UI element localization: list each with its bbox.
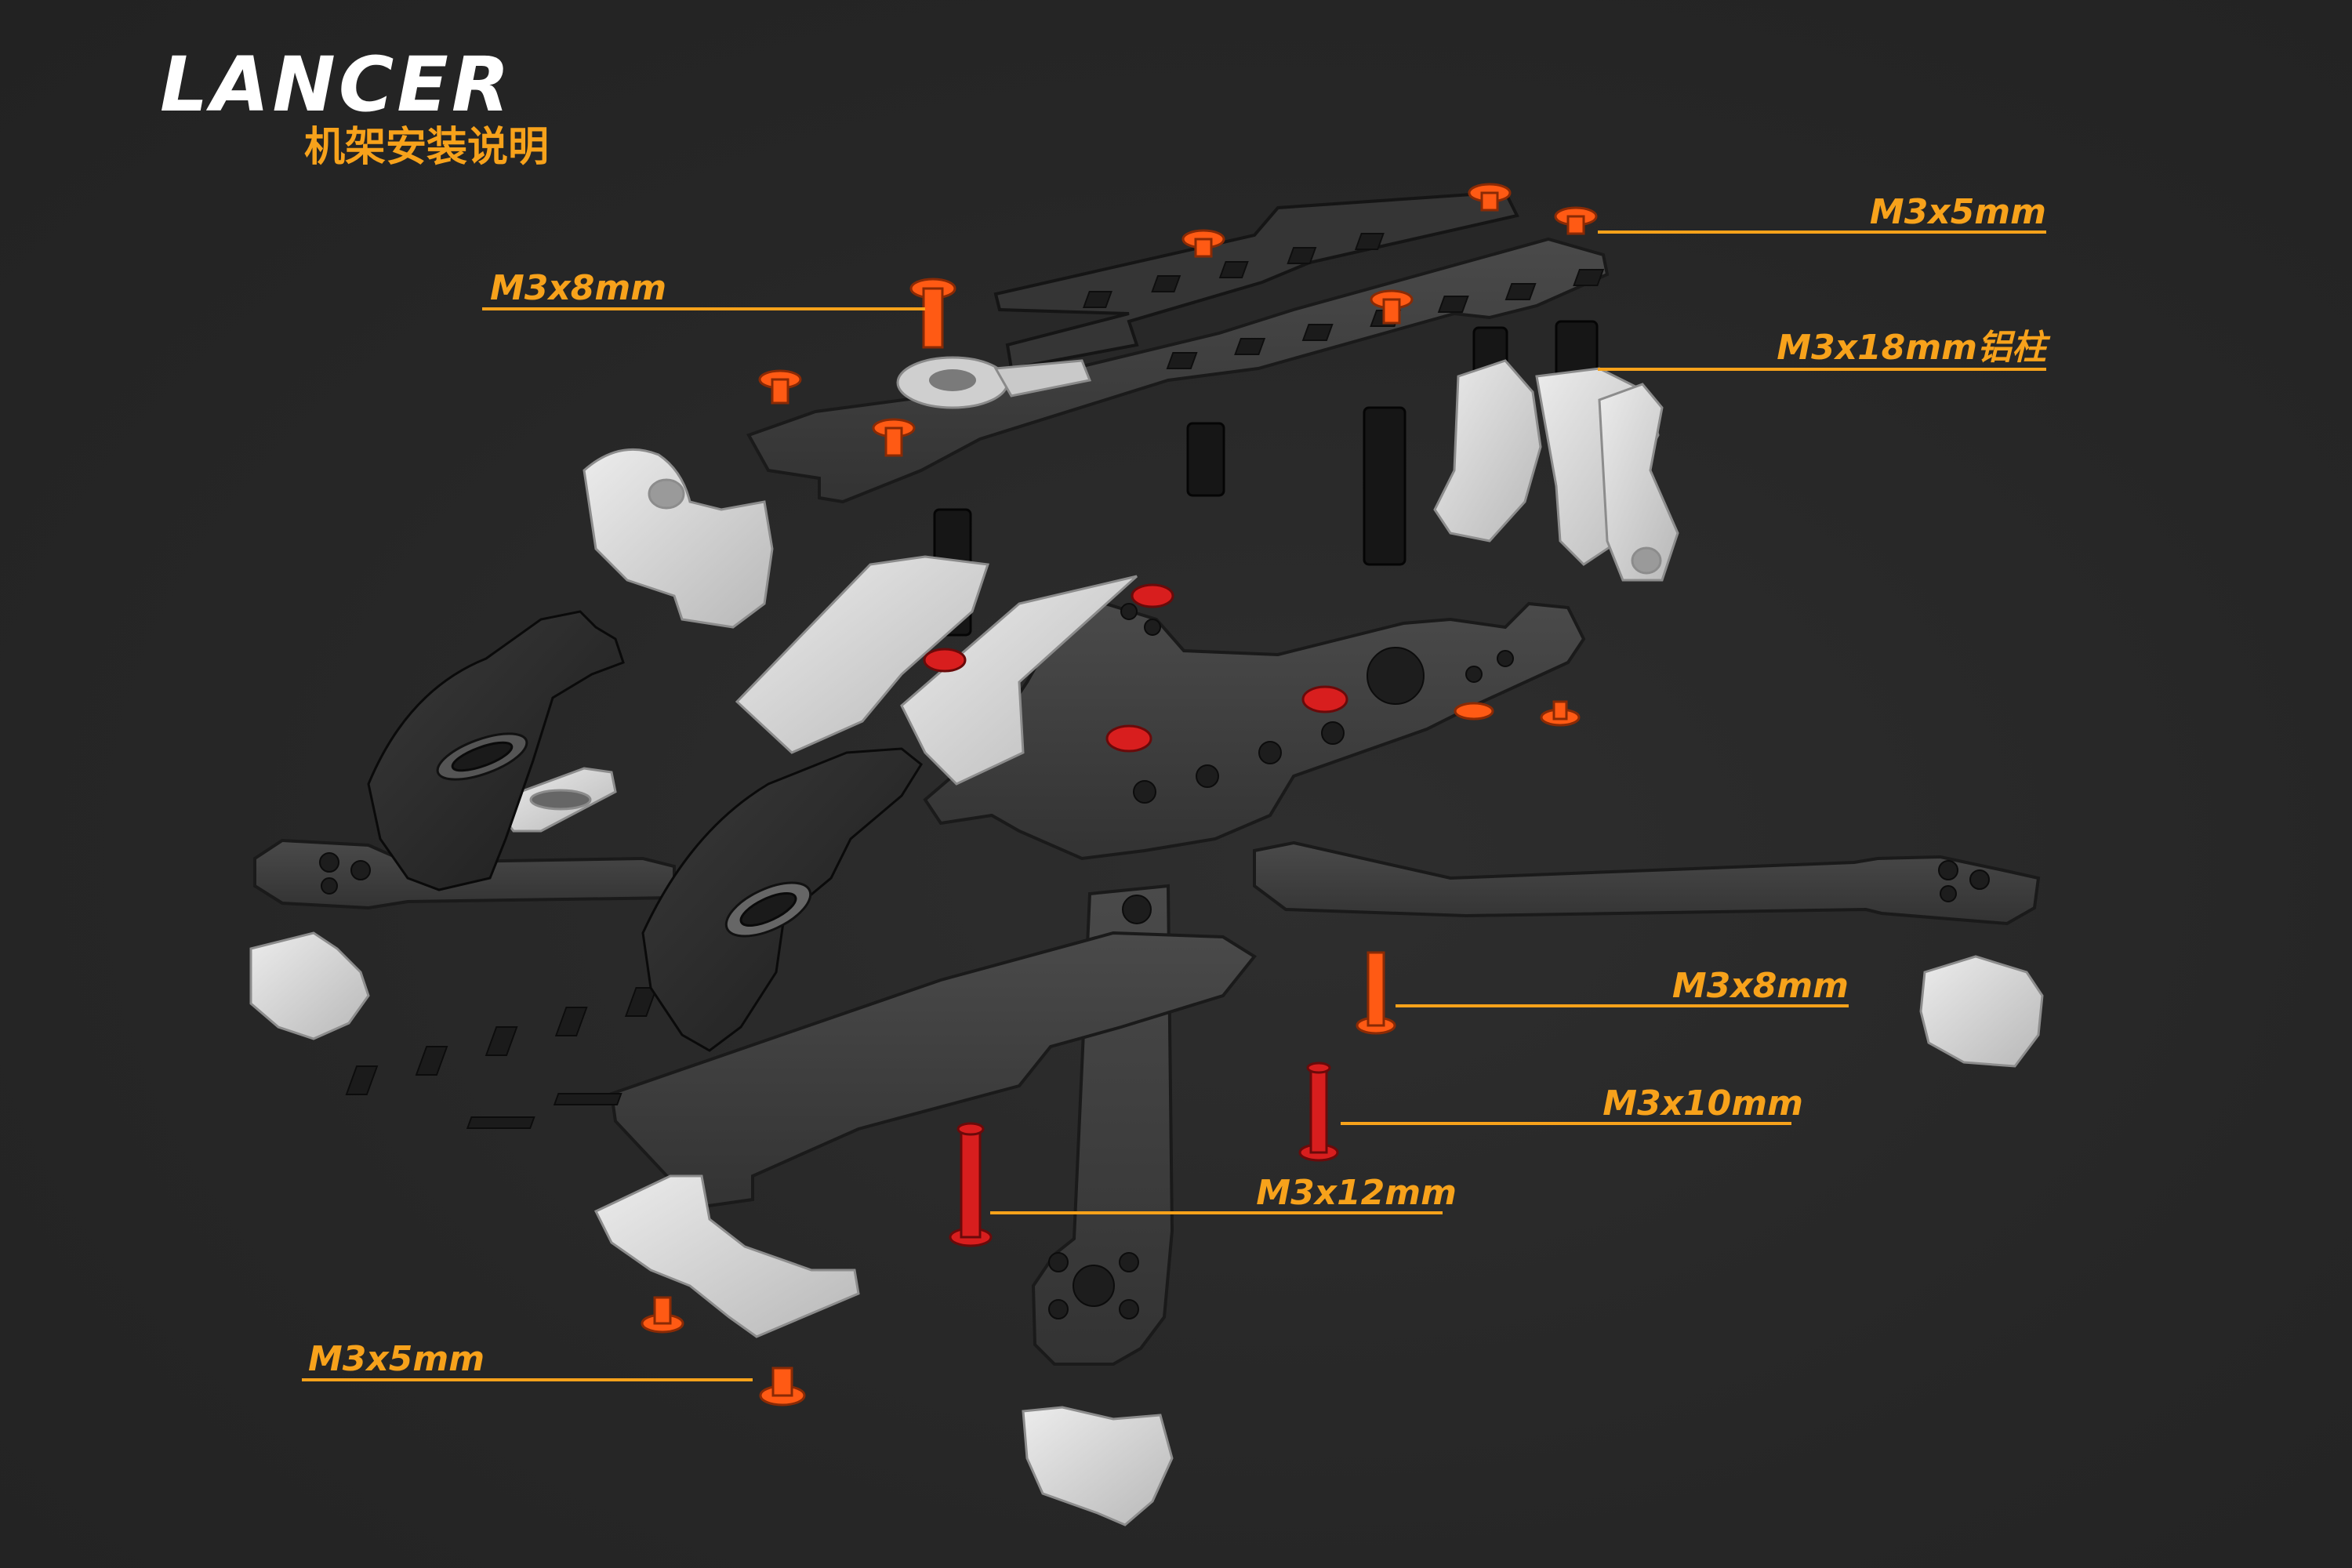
front-plate-slots <box>345 987 658 1129</box>
top-plate-rear-wall <box>993 190 1519 371</box>
motor-guard-front <box>1022 1406 1174 1526</box>
vtx-cover <box>735 555 990 754</box>
screw-head <box>1131 583 1174 608</box>
brand-subtitle: 机架安装说明 <box>303 124 549 171</box>
callout-label-bottom-m3x10: M3x10mm <box>1602 1083 1803 1123</box>
callout-label-top-m3x5: M3x5mm <box>1870 192 2046 232</box>
motor-guard-right <box>1919 955 2044 1068</box>
camera-arm-right <box>1598 383 1679 582</box>
brand-block: LANCER 机架安装说明 <box>160 45 568 171</box>
callout-label-bottom-m3x12: M3x12mm <box>1256 1173 1457 1213</box>
standoff <box>1186 422 1225 497</box>
screw-head <box>1105 724 1152 753</box>
motor-guard-left <box>249 931 370 1040</box>
tpu-black-parts <box>367 610 923 1052</box>
callout-label-standoff: M3x18mm铝柱 <box>1777 328 2051 368</box>
arm-right <box>1253 840 2041 926</box>
screws-red <box>923 583 1348 1247</box>
callout-labels: M3x5mm M3x8mm M3x18mm铝柱 M3x8mm M3x10mm M… <box>308 192 2051 1379</box>
callout-label-bottom-m3x8: M3x8mm <box>1672 966 1849 1006</box>
callout-label-bottom-m3x5: M3x5mm <box>308 1339 485 1379</box>
screws-orange <box>641 183 1598 1406</box>
brand-title: LANCER <box>160 41 513 129</box>
tpu-white-parts <box>249 359 2044 1526</box>
callout-lines <box>302 230 2046 1381</box>
front-bumper <box>593 1174 860 1338</box>
screw-head <box>923 648 967 673</box>
plate-holes <box>319 603 1990 1319</box>
callout-label-top-m3x8: M3x8mm <box>490 268 666 308</box>
camera-mount-left <box>583 448 774 629</box>
bottom-plate <box>253 601 2041 1366</box>
standoff <box>1363 406 1406 566</box>
standoff-bracket-right <box>1433 359 1542 543</box>
screw-head <box>1301 685 1348 713</box>
vtx-bracket <box>900 575 1138 786</box>
screw-head <box>1454 702 1494 720</box>
